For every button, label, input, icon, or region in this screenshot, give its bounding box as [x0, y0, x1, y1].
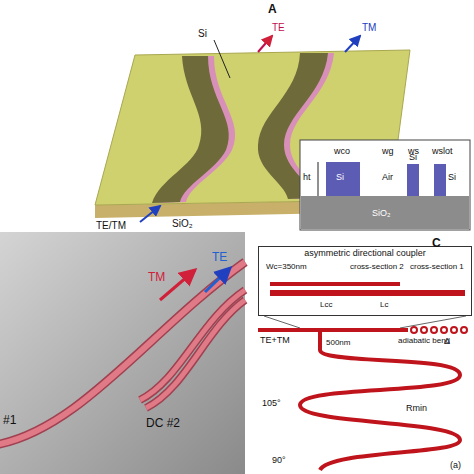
part-name: adiabatic bend: [398, 336, 450, 346]
dimension-label: ht: [303, 172, 311, 183]
coupler-arm: [270, 290, 465, 296]
mode-label: TM: [362, 22, 376, 34]
figure-tag: (a): [450, 460, 461, 471]
dimension-label: wslot: [432, 146, 453, 157]
waveguide: [140, 290, 245, 400]
panel-letter: A: [268, 2, 277, 16]
waveguide-outline: [146, 300, 245, 408]
dimension-label: Wc=350nm: [266, 262, 307, 272]
dimension-label: Lcc: [320, 300, 332, 310]
coupler-arm: [270, 282, 400, 286]
angle-label: 105°: [262, 398, 281, 409]
si-core: [326, 162, 360, 196]
part-name: DC #2: [146, 416, 180, 430]
panel-letter: C: [432, 236, 441, 250]
te-arrow: [205, 268, 230, 292]
part-name: Si: [198, 28, 207, 40]
waveguide: [0, 262, 245, 445]
section-label: cross-section 2: [350, 262, 404, 272]
material-label: Si: [336, 172, 344, 183]
section-label: cross-section 1: [410, 262, 464, 272]
dimension-label: wco: [334, 146, 350, 157]
mode-label: TM: [148, 270, 165, 284]
part-name: #1: [3, 413, 16, 427]
material-label: Air: [382, 172, 393, 183]
panel-a: [95, 36, 470, 230]
waveguide: [146, 300, 245, 408]
waveguide-outline: [0, 262, 245, 445]
inset-box: asymmetric directional coupler: [258, 246, 472, 316]
panel-b: [0, 232, 245, 474]
tm-arrow: [345, 36, 360, 52]
dimension-label: Lc: [380, 300, 388, 310]
mode-label: TE/TM: [96, 220, 126, 232]
dimension-label: wg: [382, 146, 394, 157]
mode-label: TE: [272, 22, 285, 34]
panel-ground: [0, 232, 245, 474]
oxide-layer: [301, 196, 469, 229]
waveguide: [152, 56, 229, 203]
material-label: Si: [409, 152, 417, 163]
si-rail: [434, 164, 446, 196]
dimension-line: [318, 162, 319, 196]
dimension-label: 500nm: [326, 338, 350, 348]
si-rail: [407, 164, 419, 196]
material-label: SiO₂: [372, 208, 391, 219]
leader-line: [264, 316, 300, 328]
mode-label: TE: [212, 250, 227, 264]
material-label: Si: [448, 172, 456, 183]
port-label: TE+TM: [260, 335, 290, 346]
inset-frame: [300, 140, 470, 230]
material-label: SiO₂: [172, 218, 193, 230]
angle-label: 90°: [272, 455, 286, 466]
waveguide-outline: [140, 290, 245, 400]
leader-line: [214, 40, 230, 78]
grating: [411, 327, 467, 333]
dimension-label: Rmin: [406, 403, 427, 414]
te-arrow: [258, 36, 272, 52]
bus-waveguide: [258, 328, 408, 332]
panel-c: [258, 282, 467, 470]
input-arrow: [140, 206, 160, 222]
spiral-waveguide: [300, 332, 460, 470]
